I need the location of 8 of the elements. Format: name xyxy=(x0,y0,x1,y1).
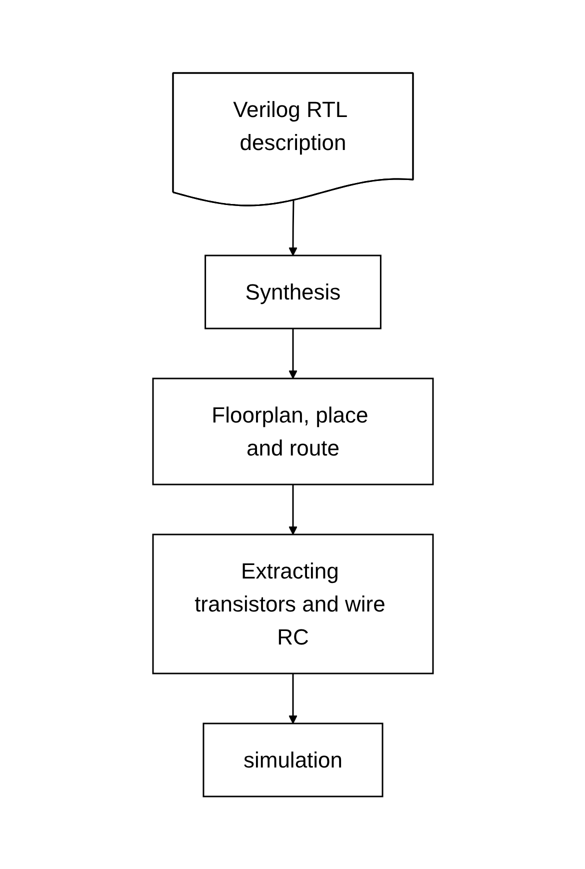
node-box: Floorplan, place and route xyxy=(152,378,434,485)
node-box: Synthesis xyxy=(204,254,381,329)
arrow xyxy=(288,484,297,535)
arrow xyxy=(288,673,297,724)
arrow xyxy=(288,328,297,379)
arrow xyxy=(288,200,297,256)
node-box: simulation xyxy=(202,722,383,797)
node-box: Extracting transistors and wire RC xyxy=(152,534,434,674)
